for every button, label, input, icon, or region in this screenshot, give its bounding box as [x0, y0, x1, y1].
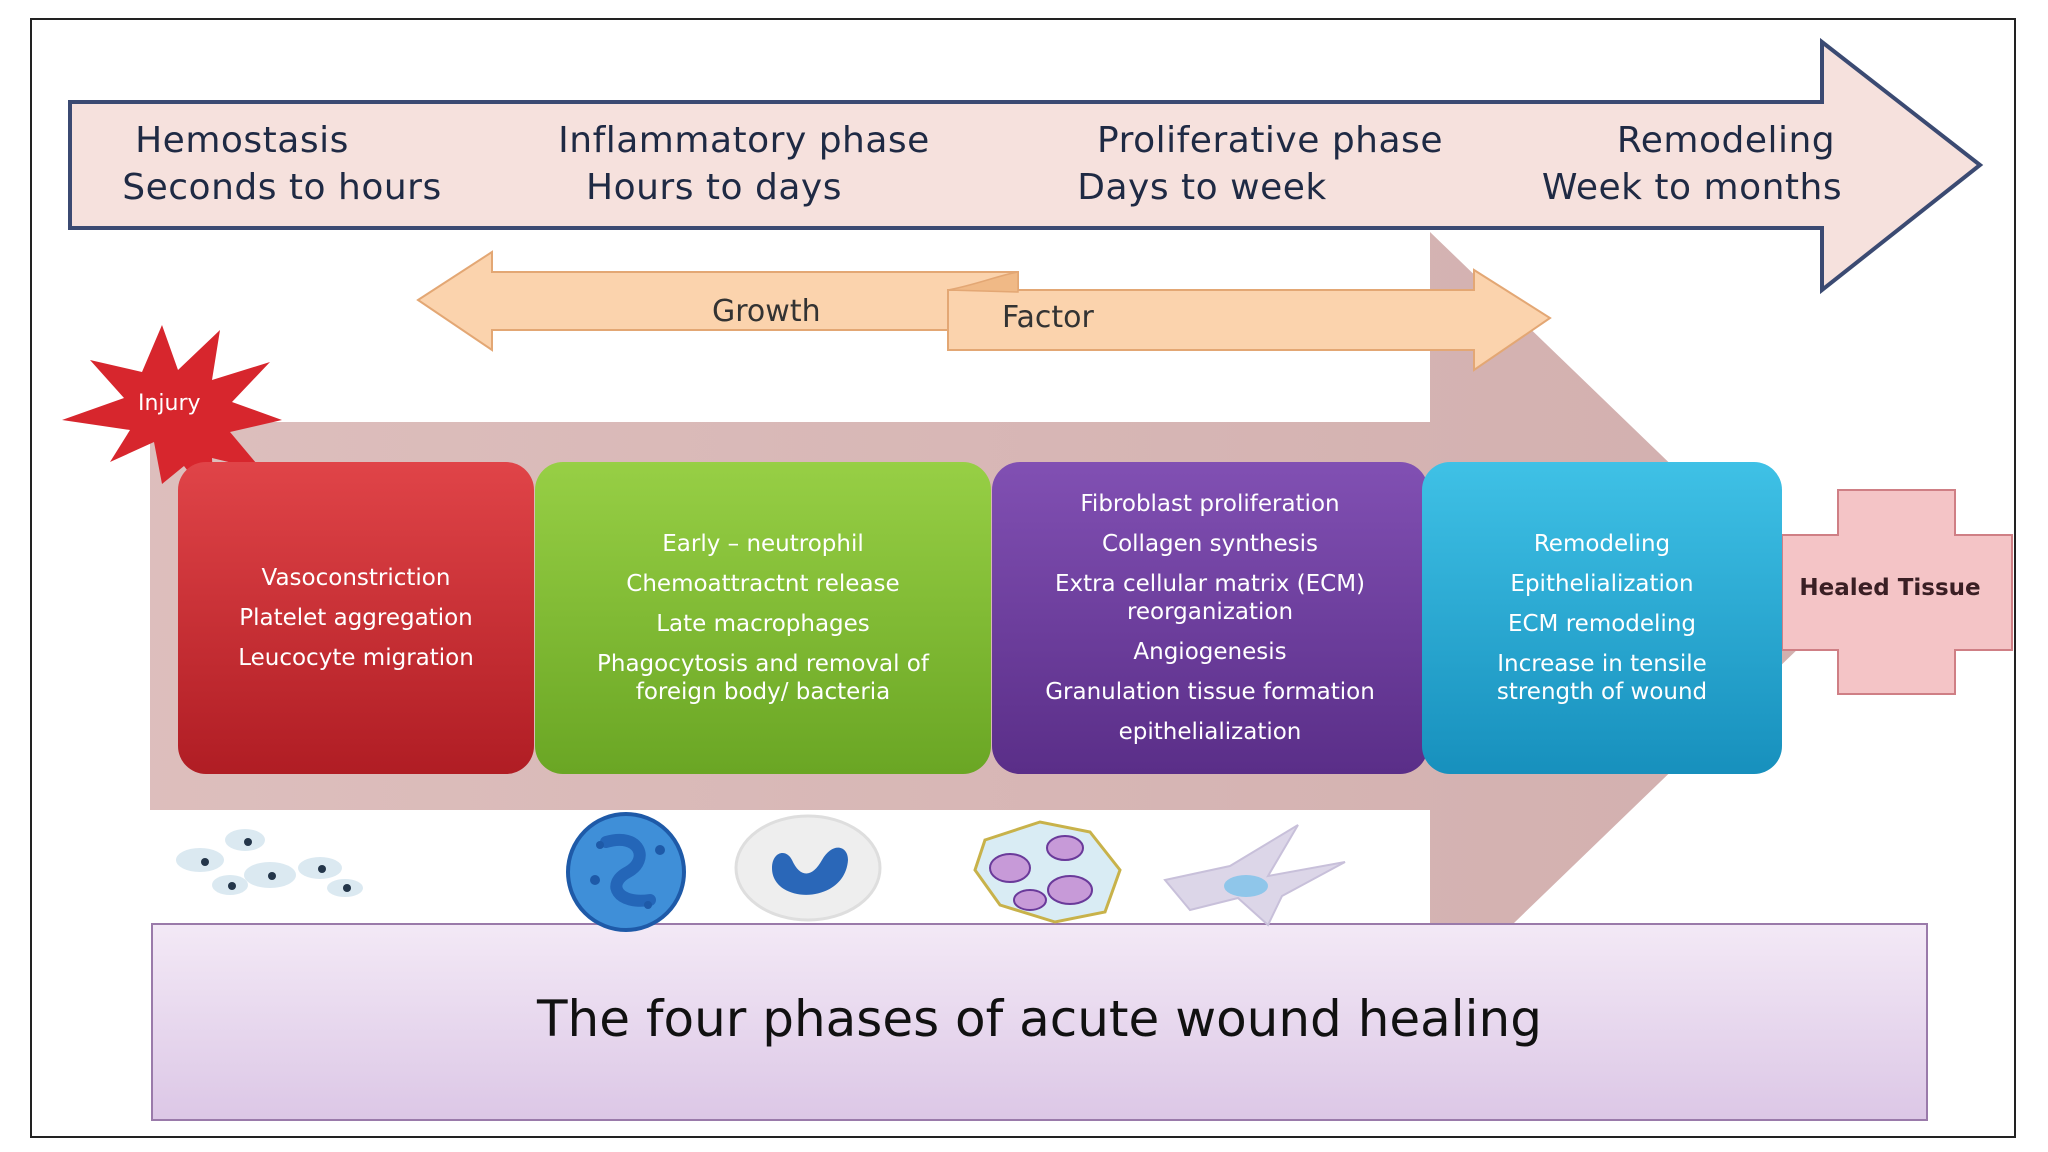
- box-item: epithelialization: [1118, 719, 1302, 746]
- phase-box-proliferative: [992, 462, 1428, 774]
- phase-time-proliferative: Days to week: [1077, 167, 1327, 208]
- box-item: Chemoattractnt release: [626, 570, 900, 597]
- banner-fold: [947, 271, 1019, 293]
- phase-time-hemostasis: Seconds to hours: [122, 167, 442, 208]
- box-item: Fibroblast proliferation: [1080, 490, 1340, 517]
- box-item: Remodeling: [1533, 530, 1671, 557]
- box-item: ECM remodeling: [1507, 610, 1697, 637]
- box-item: Collagen synthesis: [1102, 530, 1318, 557]
- injury-label: Injury: [138, 391, 201, 416]
- hemostasis-box: Vasoconstriction Platelet aggregation Le…: [178, 462, 534, 774]
- title-box: [151, 923, 1928, 1121]
- phase-name-inflammatory: Inflammatory phase: [558, 120, 930, 161]
- phase-name-proliferative: Proliferative phase: [1097, 120, 1443, 161]
- box-item: Granulation tissue formation: [1045, 679, 1375, 706]
- diagram-title: The four phases of acute wound healing: [536, 990, 1542, 1048]
- factor-label: Factor: [1002, 300, 1094, 335]
- macrophage-icon: [734, 814, 882, 922]
- phase-name-hemostasis: Hemostasis: [135, 120, 349, 161]
- phase-time-inflammatory: Hours to days: [586, 167, 842, 208]
- proliferative-box: Fibroblast proliferation Collagen synthe…: [1000, 462, 1420, 774]
- box-item: Phagocytosis and removal of foreign body…: [597, 651, 929, 706]
- box-item: Leucocyte migration: [238, 645, 474, 672]
- phase-time-remodeling: Week to months: [1541, 167, 1843, 208]
- platelets-icon: [176, 829, 363, 897]
- phase-box-inflammatory: [535, 462, 991, 774]
- fibroblast-icon: [1163, 824, 1346, 927]
- phase-name-remodeling: Remodeling: [1616, 120, 1836, 161]
- healed-tissue-label: Healed Tissue: [1799, 575, 1981, 601]
- box-item: Late macrophages: [656, 610, 870, 637]
- box-item: Early – neutrophil: [662, 530, 864, 557]
- phase-box-hemostasis: [178, 462, 534, 774]
- box-item: Extra cellular matrix (ECM) reorganizati…: [1054, 570, 1366, 625]
- neutrophil-icon: [566, 812, 686, 932]
- box-item: Increase in tensile strength of wound: [1496, 651, 1708, 706]
- factor-arrow-right: [947, 268, 1552, 372]
- injury-star-icon: [62, 325, 282, 505]
- phase-box-remodeling: [1422, 462, 1782, 774]
- inflammatory-box: Early – neutrophil Chemoattractnt releas…: [545, 462, 981, 774]
- box-item: Angiogenesis: [1133, 639, 1287, 666]
- timeline-arrow: [68, 37, 1984, 295]
- box-item: Epithelialization: [1510, 570, 1694, 597]
- growth-label: Growth: [712, 294, 821, 329]
- box-item: Vasoconstriction: [261, 564, 451, 591]
- box-item: Platelet aggregation: [239, 604, 473, 631]
- remodeling-box: Remodeling Epithelialization ECM remodel…: [1430, 462, 1774, 774]
- figure-frame: [30, 18, 2016, 1138]
- fibroblast-cluster-icon: [973, 820, 1122, 924]
